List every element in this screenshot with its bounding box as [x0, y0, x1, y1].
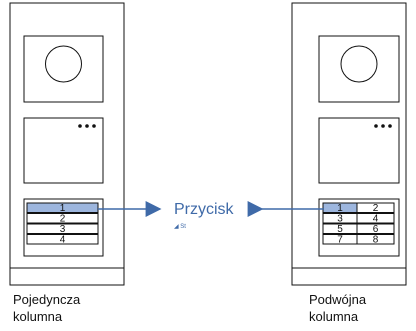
left-button-4-label: 4 [60, 235, 66, 246]
right-caption-line2: kolumna [309, 309, 359, 324]
left-caption-line1: Pojedyncza [13, 292, 81, 307]
right-button-1[interactable]: 1 [322, 202, 358, 214]
left-dots-indicator-icon [78, 124, 96, 128]
left-button-3-label: 3 [60, 224, 66, 235]
right-button-3-label: 3 [337, 214, 343, 225]
callout-group: Przycisk ◢ St [98, 201, 324, 230]
right-button-1-label: 1 [337, 203, 343, 214]
right-speaker-module [318, 117, 400, 184]
right-button-7-label: 7 [337, 235, 343, 246]
left-button-1[interactable]: 1 [26, 202, 99, 214]
left-button-2-label: 2 [60, 214, 66, 225]
right-button-2-label: 2 [373, 203, 379, 214]
left-button-2[interactable]: 2 [26, 213, 99, 225]
left-caption-line2: kolumna [13, 309, 63, 324]
right-button-4[interactable]: 4 [356, 213, 395, 225]
right-button-8-label: 8 [373, 235, 379, 246]
right-door-panel: 1 2 3 4 5 6 7 8 [291, 2, 407, 324]
left-button-4[interactable]: 4 [26, 234, 99, 246]
callout-label: Przycisk [174, 201, 235, 218]
right-button-5[interactable]: 5 [322, 223, 358, 235]
right-button-5-label: 5 [337, 224, 343, 235]
right-button-4-label: 4 [373, 214, 379, 225]
right-camera-lens-icon [340, 45, 378, 83]
left-button-3[interactable]: 3 [26, 223, 99, 235]
right-dots-indicator-icon [374, 124, 392, 128]
left-speaker-module [23, 117, 104, 184]
right-button-8[interactable]: 8 [356, 234, 395, 246]
left-button-1-label: 1 [60, 203, 66, 214]
right-button-6-label: 6 [373, 224, 379, 235]
right-caption-line1: Podwójna [309, 292, 367, 307]
right-button-6[interactable]: 6 [356, 223, 395, 235]
left-door-panel: 1 2 3 4 Pojedyncza kolumna [9, 2, 125, 324]
left-camera-lens-icon [45, 45, 82, 83]
right-button-7[interactable]: 7 [322, 234, 358, 246]
right-button-3[interactable]: 3 [322, 213, 358, 225]
right-button-2[interactable]: 2 [356, 202, 395, 214]
callout-tiny-mark: ◢ St [174, 224, 186, 230]
